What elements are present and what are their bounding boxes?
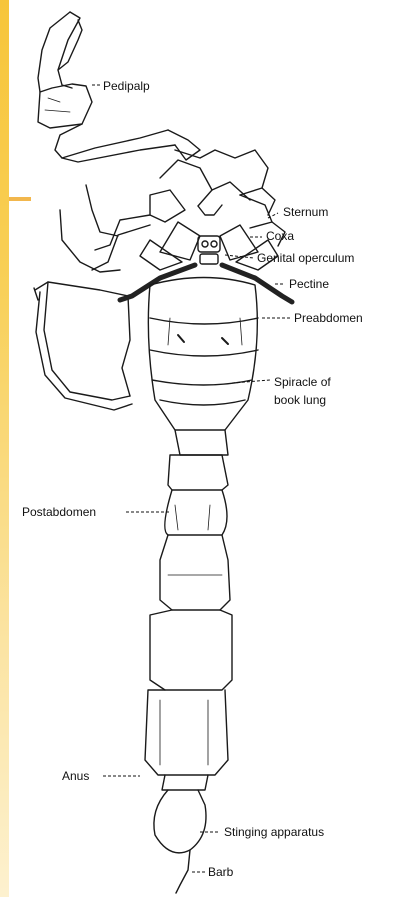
label-barb: Barb [208,865,234,879]
label-preabdomen: Preabdomen [294,311,363,325]
label-coxa: Coxa [266,229,294,243]
label-pectine: Pectine [289,277,329,291]
label-sternum: Sternum [283,205,328,219]
label-spiracle-line1: Spiracle of [274,375,331,389]
preabdomen-drawing [148,278,258,456]
label-spiracle-line2: book lung [274,393,326,407]
pectines-drawing [120,265,292,302]
label-pedipalp: Pedipalp [103,79,150,93]
postabdomen-drawing [145,455,232,775]
label-stinging-apparatus: Stinging apparatus [224,825,324,839]
telson-drawing [154,775,208,893]
label-anus: Anus [62,769,89,783]
label-postabdomen: Postabdomen [22,505,96,519]
label-genital-operculum: Genital operculum [257,251,354,265]
